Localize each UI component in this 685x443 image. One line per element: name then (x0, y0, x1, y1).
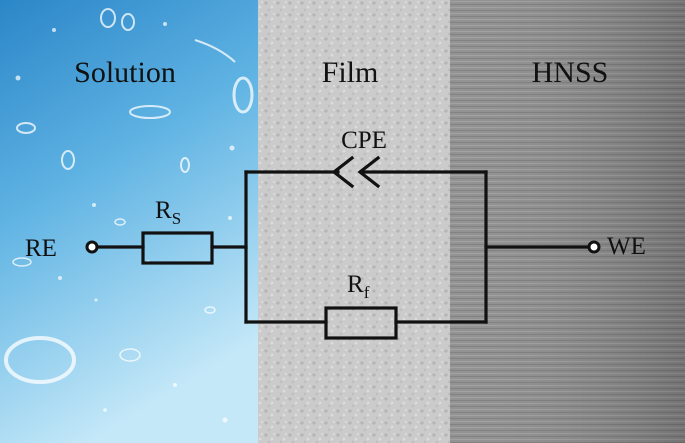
we-label: WE (607, 233, 646, 260)
rf-label-subscript: f (364, 283, 370, 302)
film-label: Film (322, 56, 379, 89)
rs-label-subscript: S (172, 209, 181, 228)
droplet-decorations (15, 22, 235, 423)
cpe-plate-right (357, 155, 381, 189)
circuit-wires (95, 170, 591, 324)
rs-label-main: R (155, 197, 172, 224)
solution-background (0, 0, 258, 443)
working-electrode-terminal (587, 240, 601, 254)
cpe-element (331, 155, 381, 189)
solution-region (0, 0, 258, 443)
rs-label: RS (155, 197, 181, 228)
film-region (258, 0, 450, 443)
solution-resistor-rs (141, 231, 214, 265)
rf-label: Rf (347, 271, 370, 302)
substrate-region (450, 0, 685, 443)
substrate-label: HNSS (532, 56, 609, 89)
cpe-plate-left (331, 155, 355, 189)
re-label: RE (25, 235, 57, 262)
film-resistor-rf (324, 306, 398, 340)
bubble-decorations (4, 8, 254, 384)
substrate-shading (450, 0, 685, 443)
reference-electrode-terminal (85, 240, 99, 254)
solution-label: Solution (74, 56, 176, 89)
cpe-label: CPE (341, 127, 387, 154)
rf-label-main: R (347, 271, 364, 298)
